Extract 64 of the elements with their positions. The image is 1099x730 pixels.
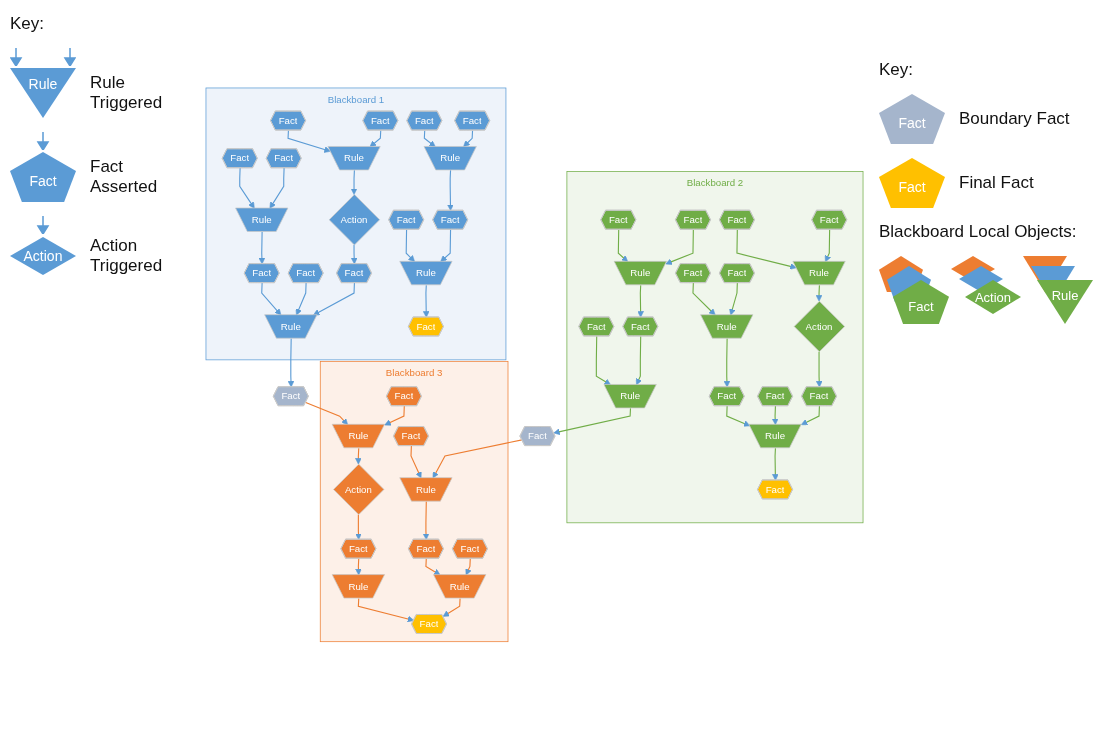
arrow — [465, 558, 472, 576]
arrow — [771, 405, 779, 426]
arrow — [635, 335, 642, 386]
arrow — [736, 229, 797, 270]
arrow — [239, 167, 255, 209]
arrow — [261, 282, 282, 316]
node-diamond: Action — [793, 301, 845, 353]
legend-text: Final Fact — [959, 173, 1034, 193]
action-diamond-sample: Action — [965, 280, 1021, 314]
legend-text: Action Triggered — [90, 236, 164, 276]
arrow — [355, 447, 362, 465]
arrow — [258, 231, 266, 265]
key-heading: Key: — [10, 14, 46, 34]
arrow — [305, 402, 349, 426]
legend-text: Boundary Fact — [959, 109, 1070, 129]
legend-text: Fact Asserted — [90, 157, 159, 197]
arrow — [726, 405, 751, 427]
arrow — [447, 169, 454, 212]
arrow — [553, 407, 632, 436]
arrow — [422, 501, 430, 541]
arrow — [729, 282, 738, 316]
arrow — [815, 284, 823, 302]
arrow — [287, 130, 331, 153]
arrow — [410, 445, 422, 479]
arrow — [295, 282, 307, 316]
arrow — [665, 229, 694, 265]
arrow — [355, 558, 362, 576]
arrow — [432, 439, 523, 479]
arrow — [463, 130, 474, 148]
arrow — [772, 447, 779, 481]
arrow — [425, 558, 441, 576]
arrow — [313, 282, 355, 316]
arrow — [815, 351, 823, 388]
fact-pentagon-sample: Fact — [10, 152, 76, 202]
node-diamond: Action — [333, 464, 385, 516]
arrow — [442, 598, 461, 617]
rule-triangle-sample: Rule — [10, 68, 76, 118]
arrow — [422, 284, 430, 318]
arrow — [801, 405, 820, 426]
key-heading: Key: — [879, 60, 915, 80]
arrow — [692, 282, 716, 316]
arrow — [357, 598, 415, 623]
arrow — [440, 229, 452, 263]
arrow — [617, 229, 629, 263]
arrow — [405, 229, 415, 263]
arrow — [287, 338, 295, 388]
arrow — [595, 335, 611, 386]
arrow — [384, 405, 405, 426]
key-heading: Blackboard Local Objects: — [879, 222, 1078, 242]
fact-pentagon-sample: Fact — [879, 94, 945, 144]
arrow — [369, 130, 382, 148]
arrow — [269, 167, 285, 209]
arrow — [423, 130, 436, 148]
arrow — [723, 338, 731, 388]
legend-text: Rule Triggered — [90, 73, 164, 113]
action-diamond-sample: Action — [10, 237, 76, 275]
arrow — [350, 169, 358, 195]
arrow — [637, 284, 644, 318]
rule-triangle-sample: Rule — [1037, 280, 1093, 324]
arrow — [350, 244, 358, 265]
arrow — [355, 514, 362, 541]
fact-pentagon-sample: Fact — [879, 158, 945, 208]
node-diamond: Action — [328, 194, 380, 246]
arrow — [824, 229, 831, 263]
